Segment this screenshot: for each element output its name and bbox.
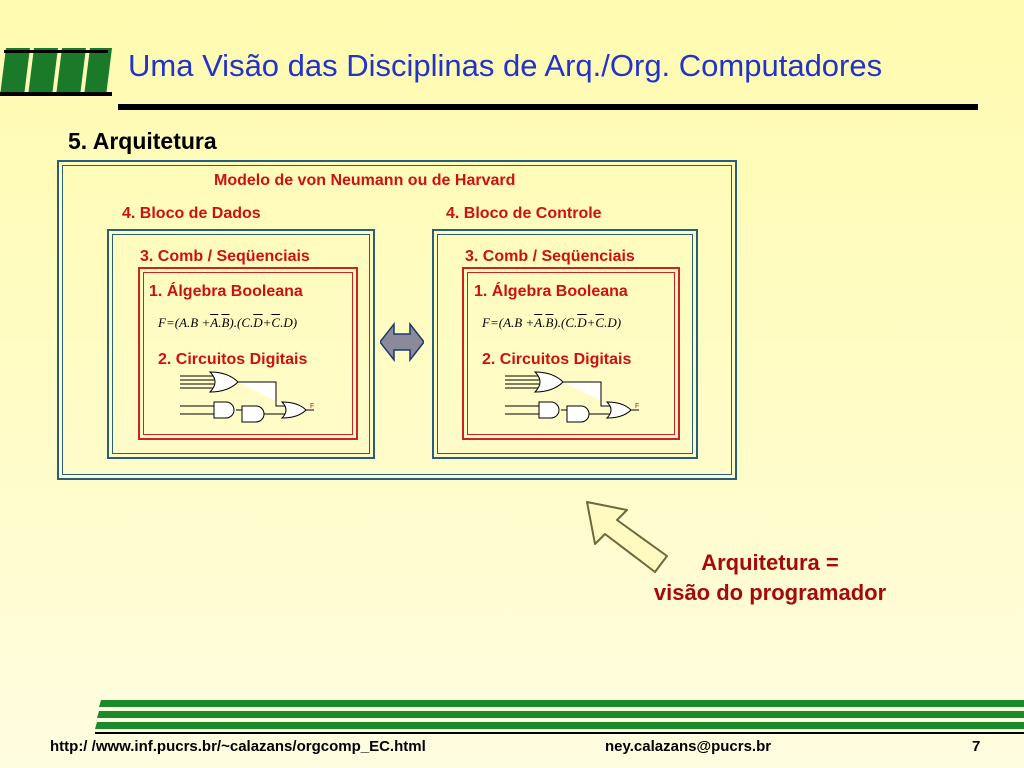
control-gate-output-label: F [635,403,639,410]
page-number: 7 [972,738,981,755]
data-core-box [138,267,358,440]
data-gate-output-label: F [310,403,314,410]
bidirectional-arrow-icon [380,321,424,363]
architecture-frame [57,160,737,480]
control-block-title: 4. Bloco de Controle [446,205,602,222]
data-algebra-label: 1. Álgebra Booleana [149,283,303,300]
control-formula: F=(A.B +A.B).(C.D+C.D) [482,315,622,330]
data-comb-label: 3. Comb / Seqüenciais [140,248,310,265]
footer-url[interactable]: http:/ /www.inf.pucrs.br/~calazans/orgco… [50,738,426,755]
note-line-1: Arquitetura = [701,550,839,575]
title-divider [118,104,978,110]
control-core-box [462,267,680,440]
note-line-2: visão do programador [653,580,887,605]
section-title: 5. Arquitetura [68,128,217,154]
model-label: Modelo de von Neumann ou de Harvard [214,172,516,189]
control-block-box [432,229,698,459]
data-circuits-label: 2. Circuitos Digitais [158,351,308,368]
data-formula: F=(A.B +A.B).(C.D+C.D) [158,315,298,330]
control-algebra-label: 1. Álgebra Booleana [474,283,628,300]
control-comb-label: 3. Comb / Seqüenciais [465,248,635,265]
data-block-box [107,229,375,459]
pointer-arrow-icon [586,501,668,573]
footer-stripes [95,700,1024,734]
control-logic-gates: F [505,371,639,423]
data-block-title: 4. Bloco de Dados [122,205,261,222]
architecture-note: Arquitetura = visão do programador [600,548,940,608]
page-title: Uma Visão das Disciplinas de Arq./Org. C… [128,48,883,83]
logo-icon [0,48,112,96]
control-circuits-label: 2. Circuitos Digitais [482,351,632,368]
footer-email[interactable]: ney.calazans@pucrs.br [605,738,772,755]
data-logic-gates: F [180,371,314,423]
